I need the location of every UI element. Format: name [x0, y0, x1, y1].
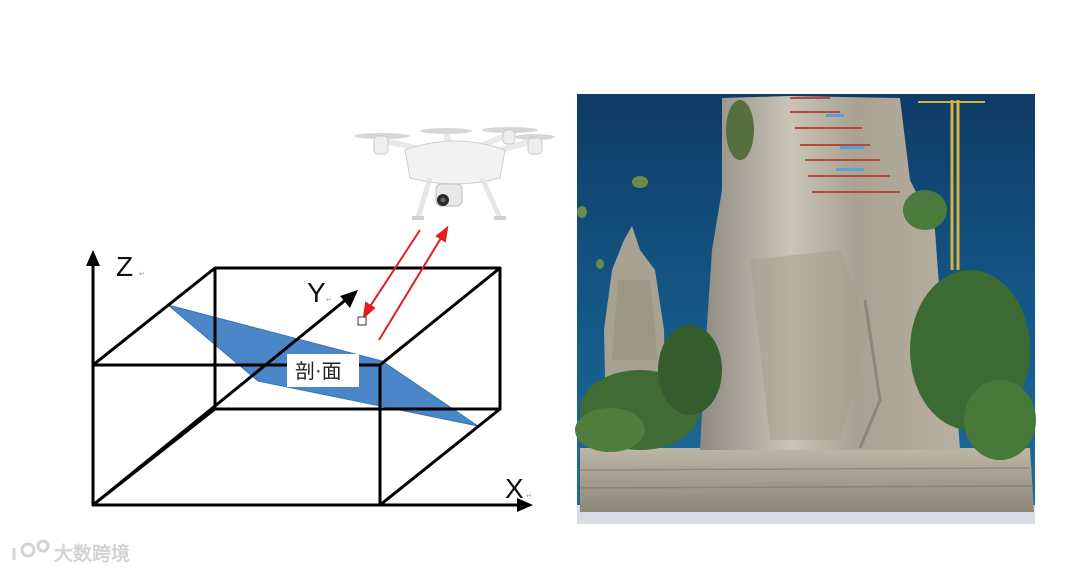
z-axis-label: Z [116, 251, 133, 282]
section-label-box: 剖·面 [287, 354, 359, 387]
section-label: 剖·面 [295, 360, 342, 383]
z-axis [86, 250, 100, 505]
watermark-logo-icon [14, 541, 48, 560]
x-axis-label: X [505, 473, 524, 504]
point-cloud-cliff-image [575, 94, 1036, 524]
y-axis-label: Y [307, 277, 326, 308]
x-axis [93, 498, 533, 512]
watermark-text: 大数跨境 [54, 542, 130, 565]
box-diagram: Z Y X ↵ ↵ ↵ 剖·面 [86, 250, 533, 512]
drone-icon [354, 127, 555, 218]
svg-text:↵: ↵ [526, 493, 532, 500]
svg-text:↵: ↵ [326, 297, 332, 304]
svg-text:↵: ↵ [139, 271, 145, 278]
watermark: 大数跨境 [14, 541, 130, 565]
